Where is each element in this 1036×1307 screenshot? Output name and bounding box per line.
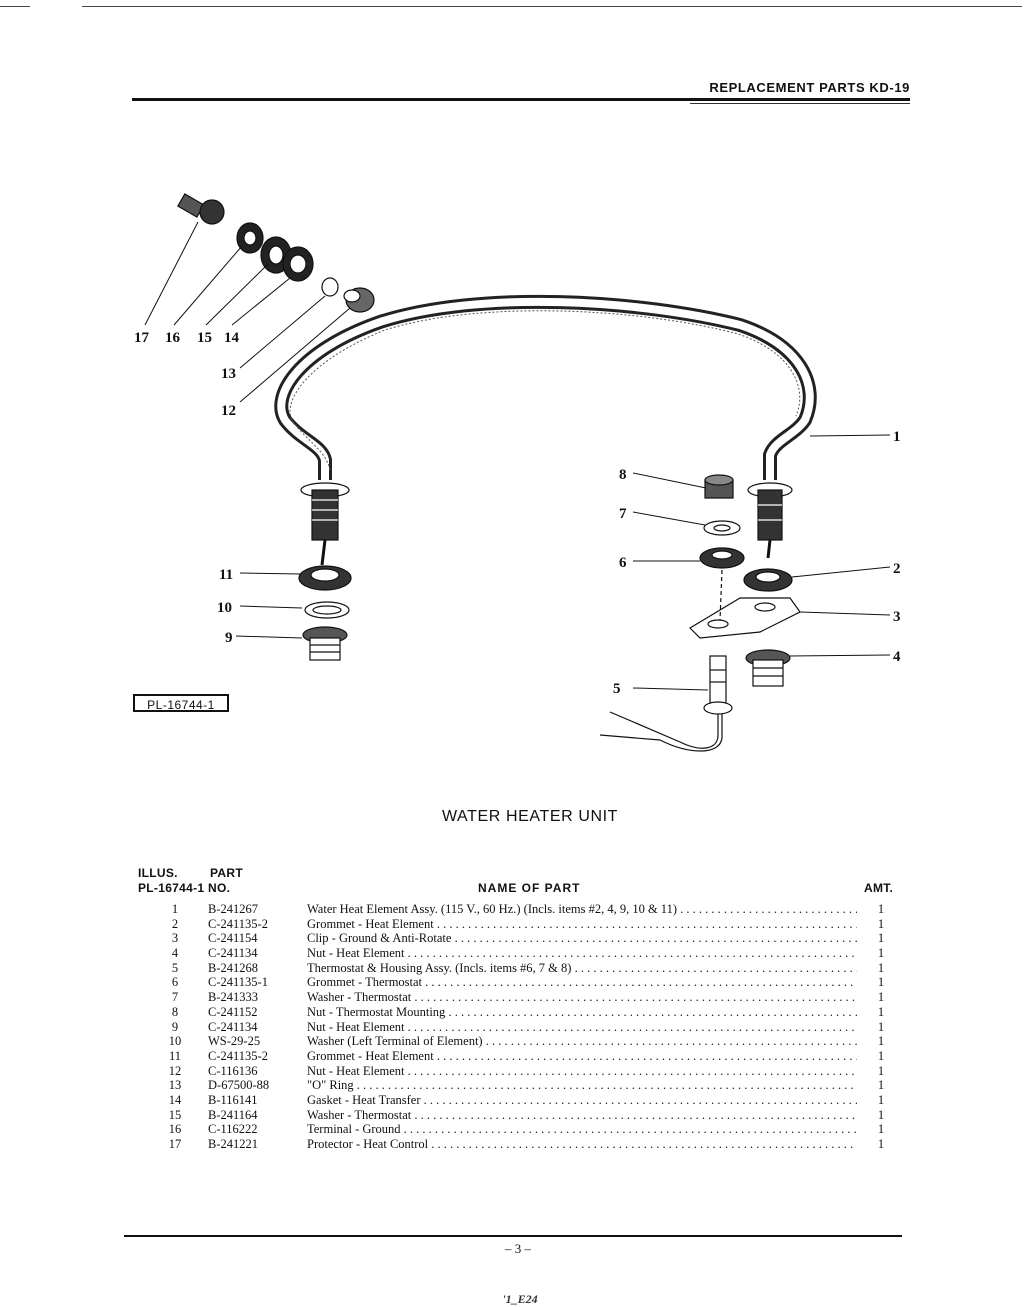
part-17-protector (177, 193, 225, 225)
part-14-gasket (282, 246, 314, 282)
part-2-grommet (743, 568, 793, 592)
top-rule (82, 6, 1022, 7)
callout-15: 15 (197, 330, 212, 346)
callout-13: 13 (221, 366, 236, 382)
header-rule-thin (690, 103, 910, 104)
left-terminal (300, 482, 350, 566)
callout-7: 7 (619, 506, 627, 522)
header-part: PART (210, 866, 243, 880)
part-4-nut (745, 649, 791, 687)
header-amt: AMT. (864, 881, 894, 895)
callout-8: 8 (619, 467, 627, 483)
part-6-grommet (699, 547, 745, 569)
callout-14: 14 (224, 330, 240, 346)
callout-10: 10 (217, 600, 232, 616)
callout-11: 11 (219, 567, 233, 583)
callout-16: 16 (165, 330, 181, 346)
section-title: WATER HEATER UNIT (441, 808, 619, 825)
part-8-nut (704, 474, 734, 499)
top-rule-left (0, 6, 30, 7)
part-16-terminal (236, 222, 264, 254)
page-number: – 3 – (505, 1241, 531, 1256)
header-pl-no: PL-16744-1 NO. (138, 881, 231, 895)
exploded-diagram: 17 16 15 14 13 12 11 10 9 8 7 6 5 1 2 3 … (134, 193, 901, 752)
header-title: REPLACEMENT PARTS KD-19 (709, 80, 910, 95)
callout-6: 6 (619, 555, 627, 571)
callout-4: 4 (893, 649, 901, 665)
header-name-of-part: NAME OF PART (478, 881, 581, 895)
footer-rule (124, 1235, 902, 1237)
callout-3: 3 (893, 609, 901, 625)
page-code: '1_E24 (502, 1292, 538, 1306)
part-11-grommet (298, 565, 352, 591)
callout-9: 9 (225, 630, 233, 646)
part-12-nut (343, 287, 375, 313)
part-7-washer (703, 520, 741, 536)
part-9-nut (302, 626, 348, 661)
header-illus: ILLUS. (138, 866, 178, 880)
callout-5: 5 (613, 681, 621, 697)
table-row: 13D-67500-88"O" Ring1 (0, 1078, 1036, 1093)
leader-lines (144, 221, 891, 691)
part-5-thermostat (599, 655, 733, 752)
right-terminal (747, 482, 793, 559)
part-13-o-ring (321, 277, 339, 297)
callout-12: 12 (221, 403, 236, 419)
callout-2: 2 (893, 561, 901, 577)
callout-17: 17 (134, 330, 150, 346)
part-10-washer (304, 601, 350, 619)
plate-label: PL-16744-1 (133, 694, 229, 712)
header-rule (132, 98, 910, 101)
callout-1: 1 (893, 429, 901, 445)
part-3-clip (689, 597, 801, 639)
